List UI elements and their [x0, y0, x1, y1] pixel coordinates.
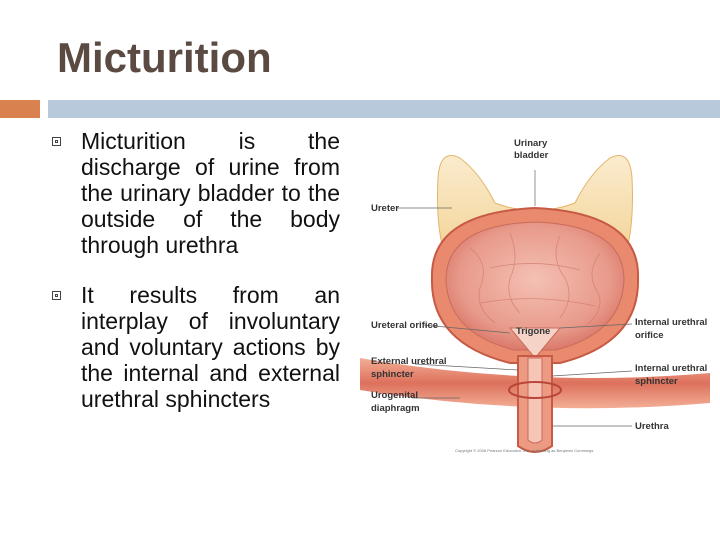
- trigone-area: [508, 327, 562, 359]
- label-internal-urethral-orifice: Internal urethral: [635, 317, 707, 328]
- bladder-illustration: Urinary bladder Ureter Ureteral orifice …: [360, 128, 710, 468]
- bladder-lumen: [445, 221, 625, 351]
- accent-bar-blue: [48, 100, 720, 118]
- label-urogenital-diaphragm: Urogenital: [371, 390, 418, 401]
- label-trigone: Trigone: [516, 326, 550, 337]
- bullet-item: Micturition is the discharge of urine fr…: [52, 128, 340, 258]
- slide-title: Micturition: [57, 34, 272, 81]
- rugae-folds: [469, 232, 601, 325]
- label-ureter: Ureter: [371, 203, 399, 214]
- square-bullet-icon: [52, 137, 61, 146]
- label-internal-urethral-sphincter: sphincter: [635, 376, 678, 387]
- label-ureteral-orifice: Ureteral orifice: [371, 320, 438, 331]
- bullet-item: It results from an interplay of involunt…: [52, 282, 340, 412]
- label-urogenital-diaphragm: diaphragm: [371, 403, 420, 414]
- bullet-list: Micturition is the discharge of urine fr…: [52, 128, 340, 436]
- label-urinary-bladder: Urinary: [514, 138, 548, 149]
- bullet-text: Micturition is the discharge of urine fr…: [81, 128, 340, 258]
- label-urinary-bladder: bladder: [514, 150, 549, 161]
- figure-caption: Copyright © 2008 Pearson Education, Inc.…: [455, 448, 593, 453]
- label-urethra: Urethra: [635, 421, 670, 432]
- bladder-diagram: Urinary bladder Ureter Ureteral orifice …: [360, 138, 710, 453]
- accent-bar-orange: [0, 100, 40, 118]
- external-sphincter-ring: [508, 381, 562, 399]
- label-internal-urethral-sphincter: Internal urethral: [635, 363, 707, 374]
- square-bullet-icon: [52, 291, 61, 300]
- label-internal-urethral-orifice: orifice: [635, 330, 664, 341]
- bullet-text: It results from an interplay of involunt…: [81, 282, 340, 412]
- leader-lines: [397, 170, 633, 427]
- label-external-urethral-sphincter: External urethral: [371, 356, 447, 367]
- label-external-urethral-sphincter: sphincter: [371, 369, 414, 380]
